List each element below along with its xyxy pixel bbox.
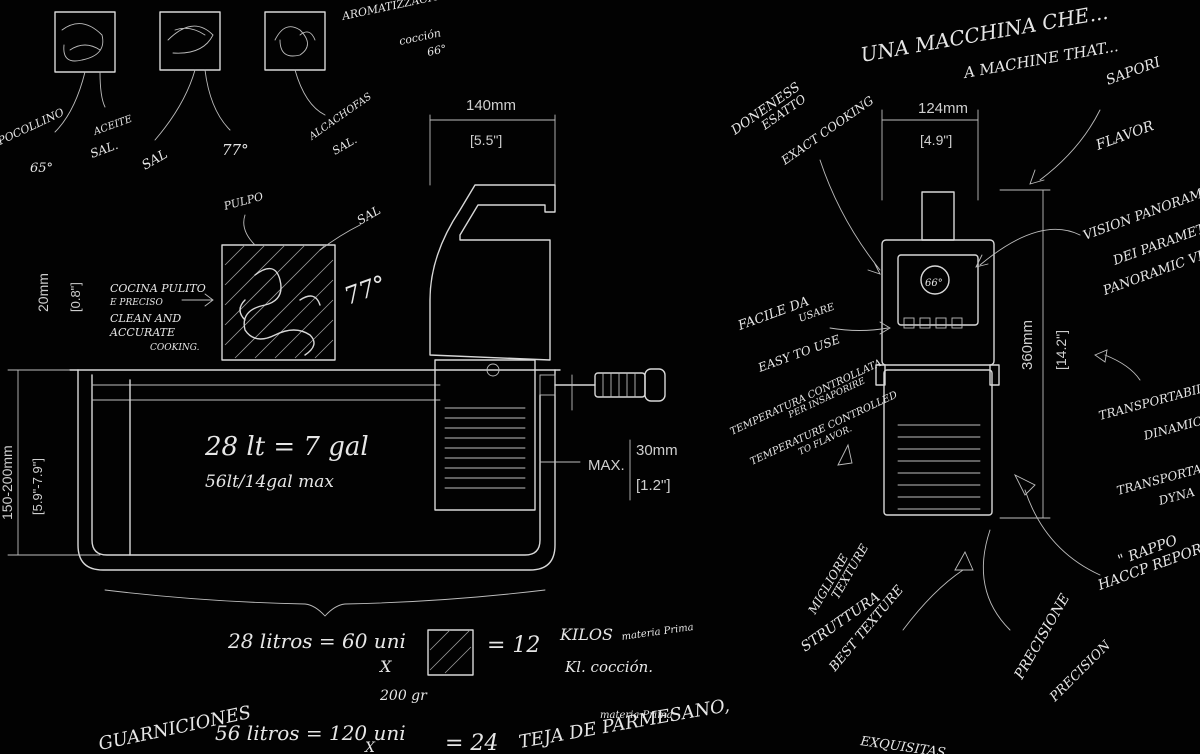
cocina-line4: ACCURATE: [109, 326, 175, 339]
precisione-l2: PRECISION: [1047, 638, 1115, 706]
pulpo-leaders: [243, 214, 361, 251]
width-dimension-right: [881, 109, 979, 201]
height-mm-right: 360mm: [1019, 320, 1036, 370]
sal-note-3: SAL.: [330, 133, 359, 157]
immersion-circulator: [429, 184, 666, 511]
width-dimension-left: [429, 114, 556, 186]
calc1-g: 200 gr: [379, 688, 428, 704]
texture-arrow: [902, 550, 974, 631]
vision-arrow: [975, 228, 1081, 268]
temp-65-note: 65°: [30, 161, 53, 176]
pocollino-note: POCOLLINO: [0, 106, 66, 148]
calc1-x: X: [378, 657, 392, 676]
transportable-arrow: [1094, 349, 1141, 381]
height-in-right: [14.2"]: [1053, 330, 1069, 370]
sapori-arrow: [1029, 109, 1101, 185]
height-in-left: [0.8"]: [68, 282, 83, 312]
tank-volume: 28 lt = 7 gal: [204, 432, 369, 462]
temp-66-note: 66°: [426, 42, 448, 59]
sapori-l1: SAPORI: [1104, 54, 1163, 89]
max-dimension: [539, 439, 631, 501]
calc1-square: [427, 629, 474, 676]
depth-dimension: [7, 369, 131, 556]
calc1-b: = 12: [487, 633, 540, 658]
facile-l3: EASY TO USE: [755, 332, 842, 375]
transportable-l2: DINAMIC: [1141, 414, 1200, 443]
sal-label: SAL: [355, 203, 384, 228]
screen-temp: 66°: [925, 278, 943, 289]
width-in-right: [4.9"]: [920, 132, 952, 148]
calc2-d: TEJA DE PARMESANO,: [517, 695, 731, 753]
water-tank: [69, 369, 561, 617]
aceite-note: ACEITE: [91, 114, 134, 139]
temp-77a-note: 77°: [222, 141, 249, 159]
calc2-b: = 24: [445, 731, 498, 754]
cocina-arrow: [181, 293, 214, 307]
cocina-line3: CLEAN AND: [110, 312, 181, 325]
temperatura-arrow: [837, 443, 853, 466]
sal-note-1: SAL.: [88, 138, 120, 161]
width-mm-right: 124mm: [918, 100, 968, 117]
height-dimension-right: [999, 189, 1051, 519]
width-in-left: [5.5"]: [470, 132, 502, 148]
haccp-arrow: [1013, 473, 1101, 576]
tank-brace: [104, 589, 546, 617]
max-mm: 30mm: [636, 442, 678, 459]
max-in: [1.2"]: [636, 477, 671, 494]
calc1-a: 28 litros = 60 uni: [227, 629, 406, 653]
depth-mm: 150-200mm: [0, 445, 15, 520]
sal-note-2: SAL: [140, 147, 171, 173]
tank-max: 56lt/14gal max: [205, 472, 334, 492]
depth-in: [5.9"-7.9"]: [30, 458, 45, 515]
alcachofas-note: ALCACHOFAS: [307, 91, 374, 143]
sapori-l2: FLAVOR: [1093, 118, 1157, 154]
pulpo-box: [221, 244, 336, 361]
calc2-a: 56 litros = 120 uni: [215, 721, 406, 745]
calc2-x: X: [364, 740, 376, 754]
precisione-l1: PRECISIONE: [1011, 591, 1073, 683]
transportable-l1: TRANSPORTABILE: [1097, 379, 1200, 423]
cocina-line1: COCINA PULITO: [110, 282, 206, 295]
precisione-line: [982, 529, 1011, 631]
device-front-view: [875, 191, 1000, 516]
max-label: MAX.: [588, 457, 625, 474]
calc1-c: KILOS: [559, 625, 613, 644]
pulpo-label: PULPO: [221, 190, 264, 213]
food-box-group: [54, 11, 326, 141]
calc1-e: Kl. cocción.: [564, 658, 653, 676]
facile-arrow: [829, 321, 891, 335]
cocina-line2: E PRECISO: [109, 298, 163, 308]
temperatura-l1: TEMPERATURA CONTROLLATA: [729, 358, 884, 438]
cocina-line5: COOKING.: [150, 343, 200, 353]
temp-77b: 77°: [340, 270, 390, 311]
bottom-note: EXQUISITAS ...: [858, 734, 962, 754]
height-mm-left: 20mm: [35, 273, 51, 312]
calc1-d: materia Prima: [621, 622, 695, 643]
calc2-c: materia Prima: [600, 710, 673, 721]
width-mm-left: 140mm: [466, 97, 516, 114]
doneness-arrow: [819, 159, 881, 275]
transportable-l4: DYNA: [1156, 485, 1196, 508]
